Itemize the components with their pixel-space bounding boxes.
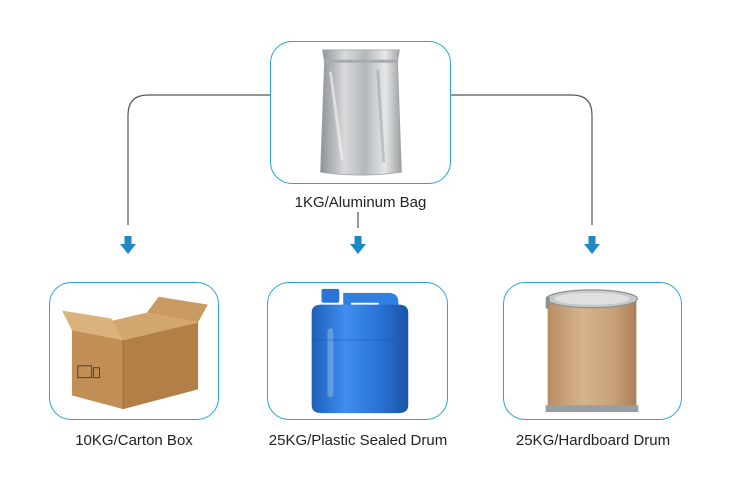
connector-left [127, 94, 272, 225]
top-item-label: 1KG/Aluminum Bag [294, 194, 427, 211]
arrow-down-icon [584, 236, 600, 254]
item-frame-plastic-drum [267, 282, 448, 420]
aluminum-bag-image [320, 49, 402, 176]
item-frame-carton [49, 282, 219, 420]
arrow-down-icon [120, 236, 136, 254]
item-label-carton: 10KG/Carton Box [75, 432, 193, 449]
carton-box-image [62, 296, 208, 410]
connector-right [448, 94, 593, 225]
arrow-down-icon [350, 236, 366, 254]
hardboard-drum-image [545, 289, 639, 413]
plastic-drum-image [311, 288, 409, 414]
item-label-hardboard-drum: 25KG/Hardboard Drum [515, 432, 671, 449]
item-label-plastic-drum: 25KG/Plastic Sealed Drum [268, 432, 448, 449]
item-frame-hardboard-drum [503, 282, 682, 420]
top-item-frame [270, 41, 451, 184]
